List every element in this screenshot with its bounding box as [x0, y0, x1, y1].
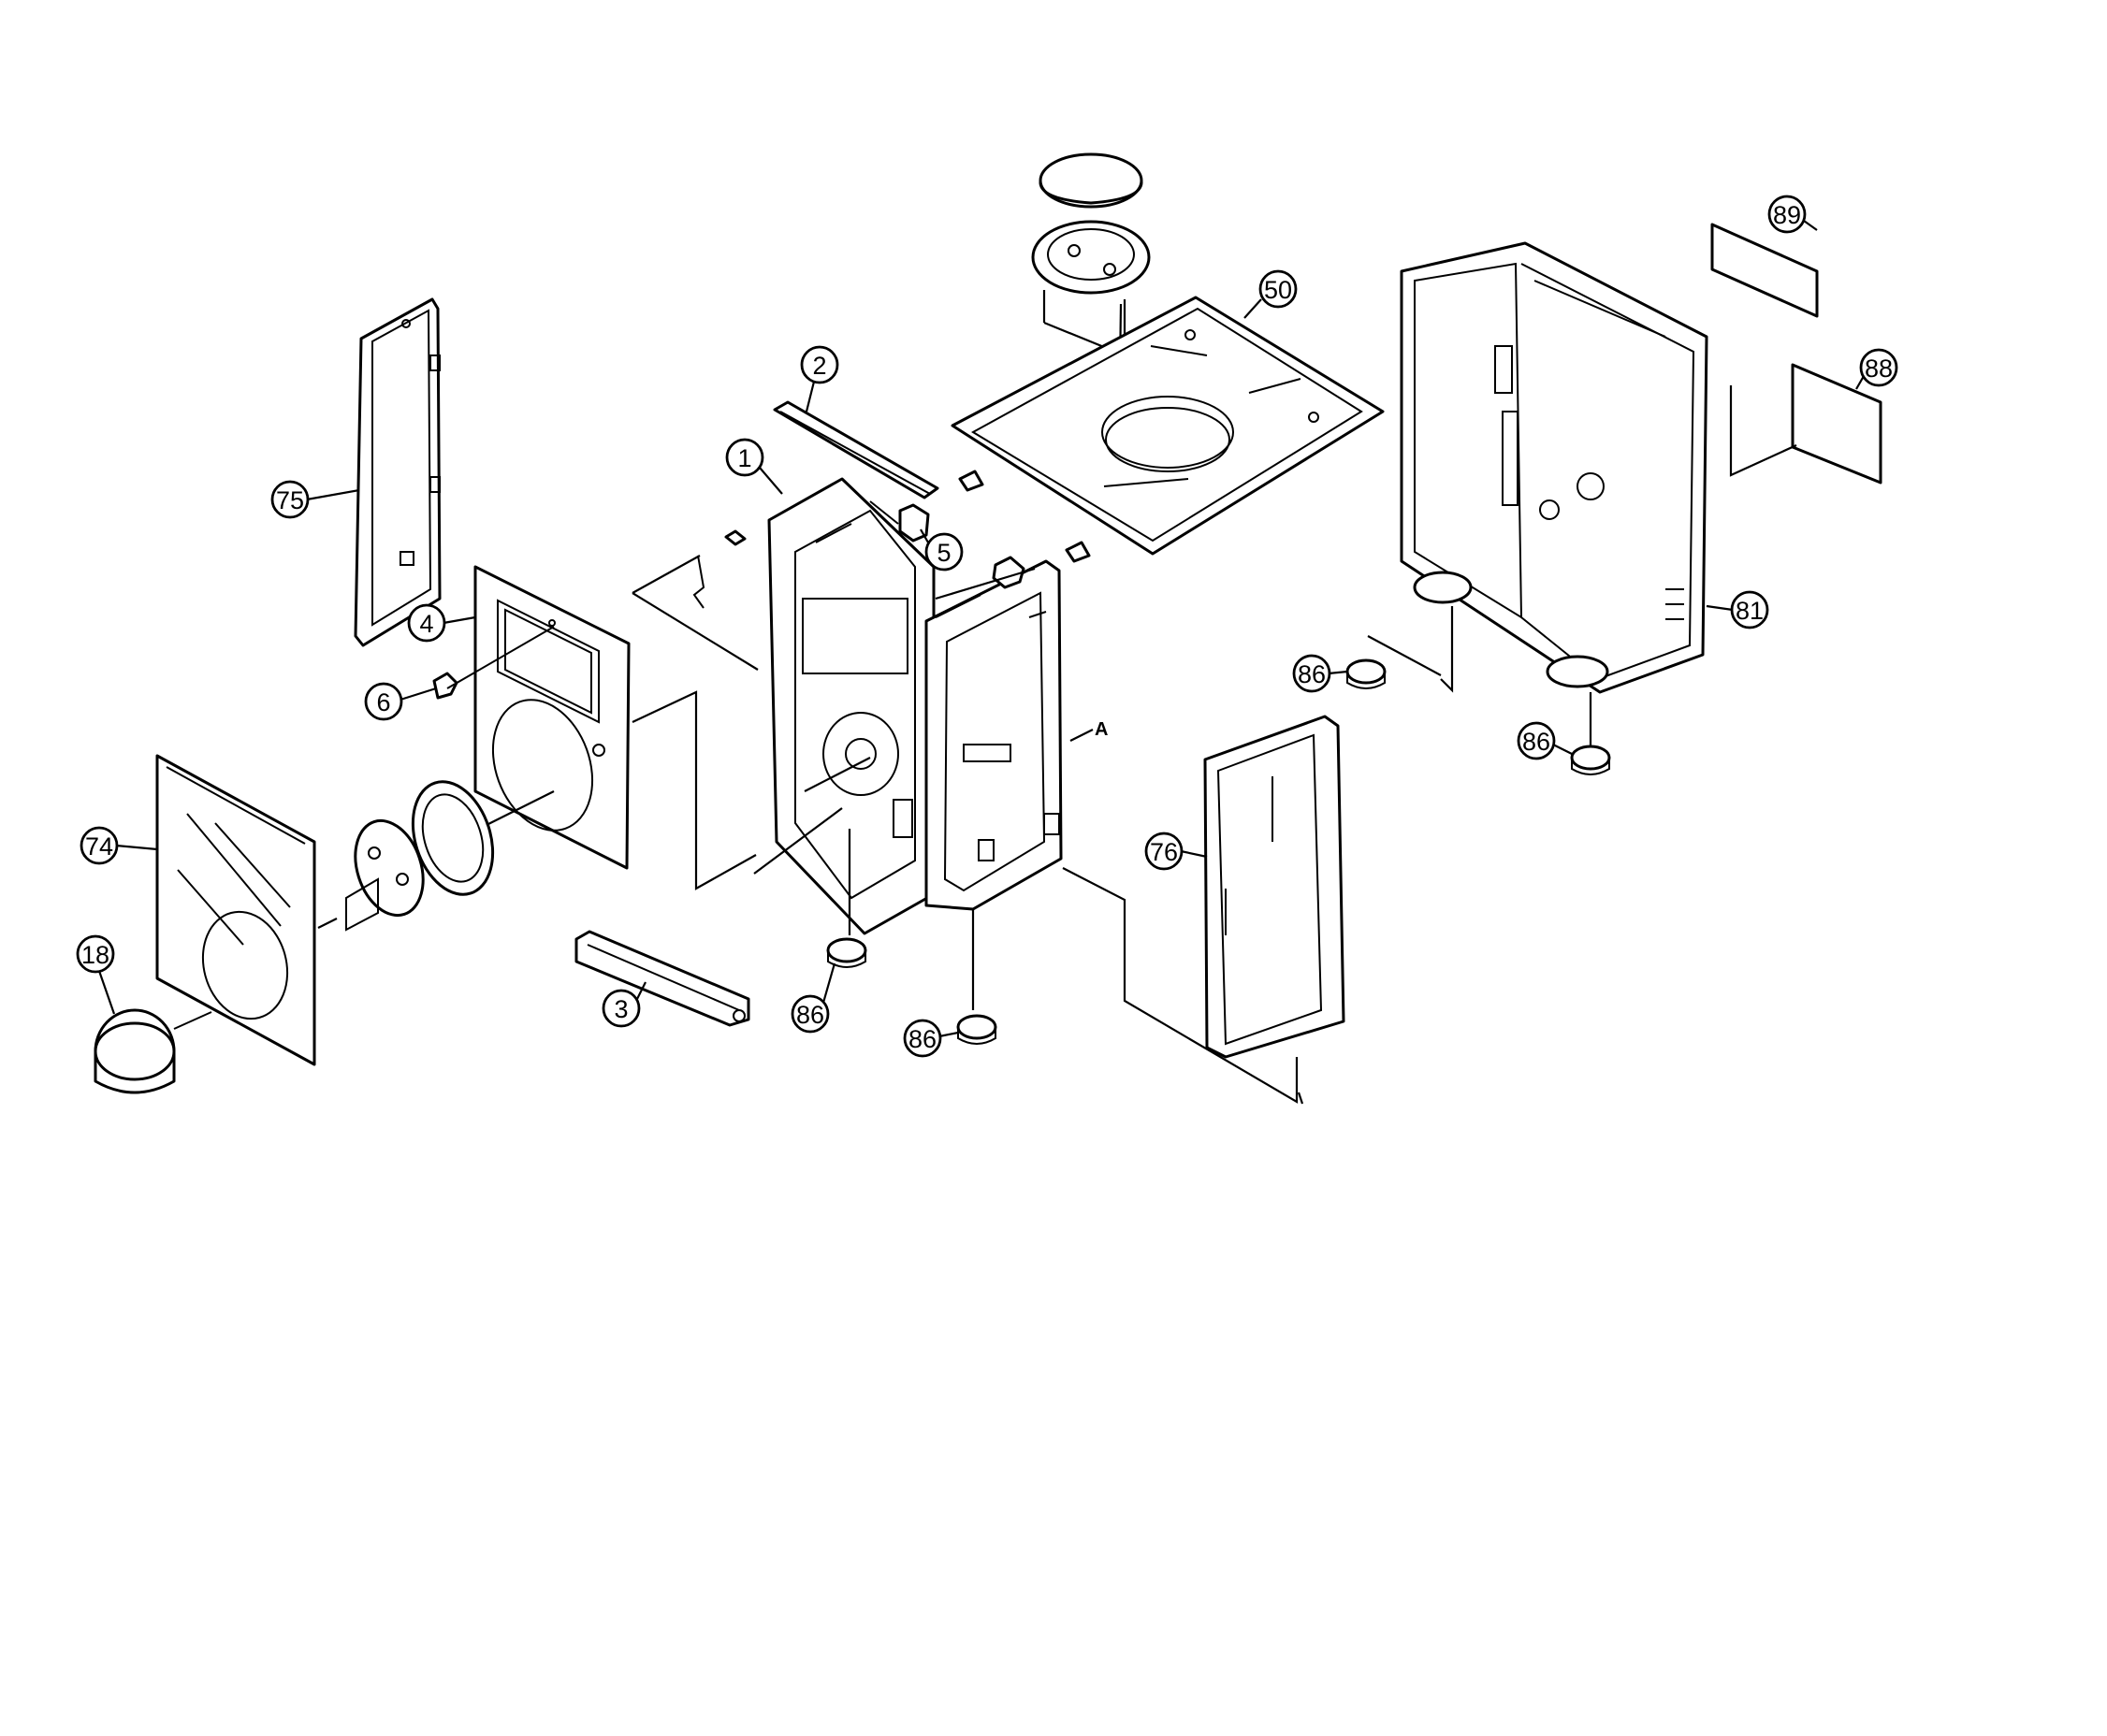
side-cover-right	[924, 559, 1063, 911]
callout-50: 50	[1243, 269, 1298, 319]
main-frame-part-1	[767, 477, 936, 935]
callout-circle	[602, 989, 641, 1028]
callout-circle	[270, 480, 310, 519]
callout-leader-line	[400, 687, 437, 702]
callout-circle	[76, 934, 115, 974]
callout-number: 86	[796, 1001, 824, 1029]
front-grille-part-74	[155, 754, 316, 1066]
callout-6: 6	[364, 682, 437, 721]
callout-74: 74	[80, 826, 158, 865]
callout-leader-line	[443, 615, 476, 625]
callout-18: 18	[76, 934, 116, 1015]
clip-part-6	[432, 626, 555, 700]
left-side-panel-part-75	[354, 297, 442, 647]
callout-1: 1	[725, 438, 783, 495]
callout-leader-line	[1803, 220, 1818, 231]
callout-86: 86	[791, 962, 836, 1034]
callout-3: 3	[602, 981, 647, 1028]
callout-circle	[1144, 832, 1184, 871]
callout-number: 50	[1264, 276, 1292, 304]
baffle-panel-part-4	[473, 565, 631, 870]
callout-75: 75	[270, 480, 360, 519]
callout-86: 86	[903, 1019, 959, 1058]
callout-circle	[903, 1019, 942, 1058]
callout-circle	[800, 345, 839, 384]
callout-leader-line	[920, 528, 929, 543]
callout-4: 4	[407, 603, 476, 643]
callout-leader-line	[635, 981, 647, 1002]
callout-86: 86	[1517, 721, 1573, 760]
callout-number: 76	[1150, 838, 1178, 866]
callout-number: 6	[376, 688, 390, 716]
callout-86: 86	[1292, 654, 1348, 693]
callout-leader-line	[1328, 670, 1348, 675]
top-cap-part	[1031, 152, 1151, 441]
callout-leader-line	[1180, 849, 1208, 859]
foot-parts-86	[826, 658, 1611, 1045]
callout-81: 81	[1706, 590, 1769, 629]
callout-circle	[924, 532, 964, 571]
callout-number: 2	[812, 352, 826, 380]
callout-leader-line	[1243, 298, 1262, 319]
callout-number: 1	[737, 444, 751, 472]
callout-number: 5	[937, 539, 951, 567]
callout-number: 74	[85, 832, 113, 861]
callout-leader-line	[821, 962, 836, 1004]
callout-leader-line	[759, 467, 783, 495]
callout-labels: 89 50 88 2 1 75 5 4 81 6 86 86 74 76 18 3 86 86	[76, 195, 1898, 1058]
callout-leader-line	[938, 1031, 959, 1038]
callout-number: 18	[81, 941, 109, 969]
callout-number: 4	[419, 610, 433, 638]
callout-circle	[407, 603, 446, 643]
callout-number: 88	[1865, 354, 1893, 383]
callout-89: 89	[1767, 195, 1818, 234]
callout-circle	[1730, 590, 1769, 629]
top-plate-part-50	[951, 296, 1385, 563]
assembly-guide-lines	[632, 555, 1592, 1105]
callout-leader-line	[1706, 604, 1734, 612]
callout-number: 86	[1522, 728, 1550, 756]
label-plate-part-89	[1710, 223, 1819, 318]
speaker-driver-assembly	[317, 780, 555, 932]
callout-leader-line	[97, 970, 116, 1015]
top-strip-part-2	[773, 400, 939, 499]
callout-number: 75	[276, 486, 304, 514]
callout-circle	[80, 826, 119, 865]
callout-number: 86	[908, 1025, 937, 1053]
callout-circle	[1292, 654, 1331, 693]
bottom-strip-part-3	[574, 930, 750, 1027]
callout-circle	[1517, 721, 1556, 760]
callout-leader-line	[306, 488, 360, 501]
callout-leader-line	[805, 381, 816, 412]
callout-number: 86	[1298, 660, 1326, 688]
reference-mark-a: A	[1095, 719, 1108, 740]
callout-2: 2	[800, 345, 839, 412]
callout-number: 89	[1773, 201, 1801, 229]
callout-leader-line	[115, 844, 158, 851]
rear-enclosure-part-81	[1400, 241, 1708, 694]
callout-5: 5	[920, 528, 964, 571]
callout-circle	[1258, 269, 1298, 309]
callout-circle	[364, 682, 403, 721]
callout-number: 3	[614, 995, 628, 1023]
knob-part-18	[94, 1008, 212, 1094]
callout-leader-line	[1855, 375, 1865, 390]
callout-76: 76	[1144, 832, 1208, 871]
callout-circle	[725, 438, 764, 477]
right-side-panel-part-76	[1203, 715, 1345, 1059]
callout-circle	[791, 994, 830, 1034]
label-plate-part-88	[1729, 363, 1882, 485]
callout-circle	[1767, 195, 1807, 234]
callout-number: 81	[1736, 597, 1764, 625]
callout-circle	[1859, 348, 1898, 387]
callout-88: 88	[1855, 348, 1898, 390]
callout-leader-line	[1552, 744, 1573, 755]
